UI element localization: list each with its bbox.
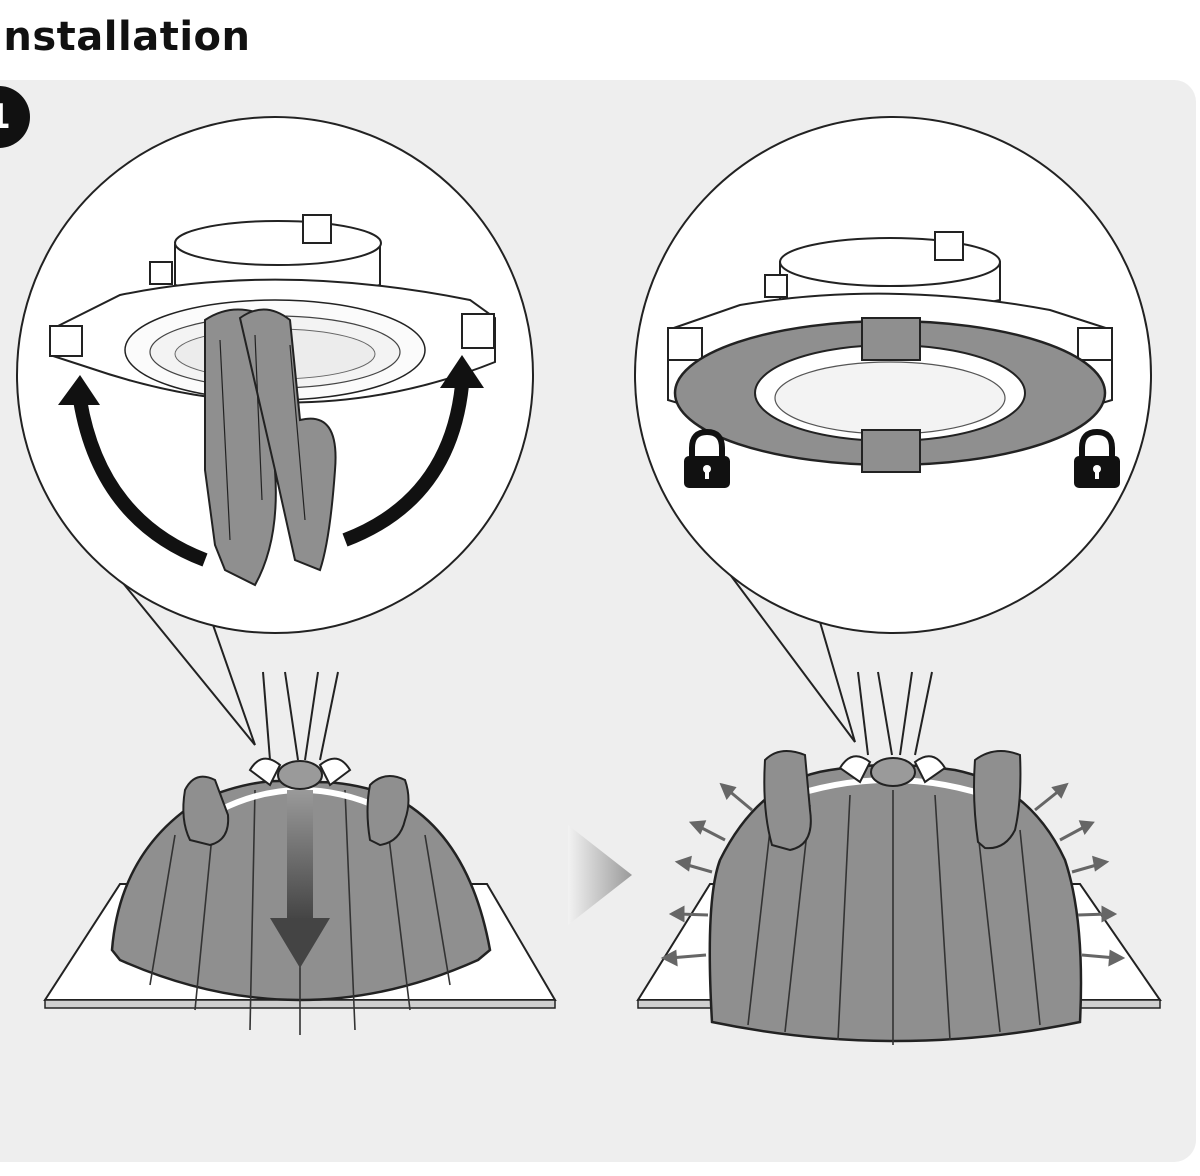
callout-pointer-right	[707, 544, 856, 743]
dome-expanded	[708, 750, 1083, 1045]
curved-arrow-left	[73, 398, 208, 567]
curved-arrow-right	[342, 384, 469, 547]
dome-folded	[110, 757, 492, 1035]
cables-right	[857, 671, 933, 756]
lock-icon	[684, 428, 730, 488]
expansion-arrows	[660, 782, 1126, 967]
transition-arrow	[568, 825, 632, 925]
ring-assembly-locked	[667, 231, 1113, 473]
scene-right	[634, 116, 1162, 1045]
page-title: Installation	[0, 14, 251, 60]
cables-left	[262, 671, 339, 761]
callout-pointer-left	[91, 544, 256, 746]
ring-assembly-folded	[49, 214, 496, 587]
scene-left	[16, 116, 557, 1035]
lock-icon	[1074, 428, 1120, 488]
